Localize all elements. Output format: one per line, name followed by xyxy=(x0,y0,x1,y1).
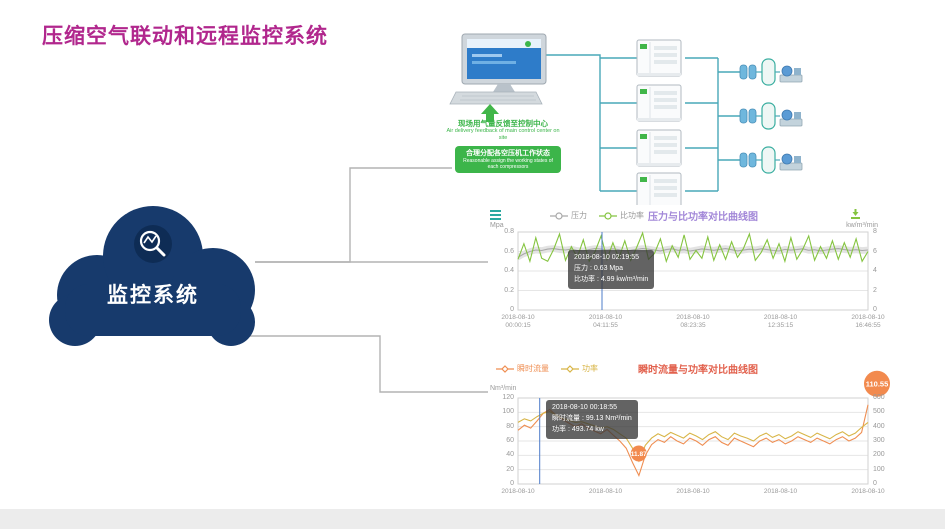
assign-note-en: Reasonable assign the working states of … xyxy=(463,158,553,171)
y-axis-label: 100 xyxy=(873,465,885,473)
value-badge-label: 110.55 xyxy=(866,379,889,388)
y-axis-label: 400 xyxy=(873,422,885,430)
legend-item-瞬时流量[interactable]: 瞬时流量 xyxy=(496,363,549,374)
y-axis-label: 0.6 xyxy=(504,247,514,255)
chart-legend: 瞬时流量 功率 xyxy=(496,363,598,374)
legend-marker-icon xyxy=(599,211,617,220)
legend-label: 瞬时流量 xyxy=(517,364,549,373)
compressor-unit xyxy=(636,39,682,77)
pressure-power-chart: 压力 比功率 压力与比功率对比曲线图 Mpa kw/m³/min 2018-08-… xyxy=(488,205,885,335)
system-diagram xyxy=(449,33,803,210)
y-axis-label: 8 xyxy=(873,228,877,235)
footer-strip xyxy=(0,509,945,529)
value-badge xyxy=(864,370,890,397)
y-axis-label: 200 xyxy=(873,451,885,459)
y-axis-label: 300 xyxy=(873,437,885,444)
y-axis-label: 2 xyxy=(873,286,877,294)
y-axis-label: 4 xyxy=(873,267,877,274)
feedback-note: 现场用气量反馈至控制中心 Air delivery feedback of ma… xyxy=(444,119,562,141)
y-axis-label: 500 xyxy=(873,408,885,416)
air-treatment-equipment xyxy=(739,102,803,130)
chart-title: 瞬时流量与功率对比曲线图 xyxy=(638,365,758,376)
feedback-note-en: Air delivery feedback of main control ce… xyxy=(446,128,560,141)
y-axis-unit-left: Nm³/min xyxy=(490,385,517,392)
legend-label: 功率 xyxy=(582,364,598,373)
legend-item-功率[interactable]: 功率 xyxy=(561,363,598,374)
y-axis-label: 0 xyxy=(510,480,514,487)
x-axis-label: 2018-08-10 xyxy=(501,488,535,495)
legend-item-压力[interactable]: 压力 xyxy=(550,210,587,221)
monitoring-cloud: 监控系统 xyxy=(49,206,255,346)
chart-title: 压力与比功率对比曲线图 xyxy=(648,212,758,223)
y-axis-unit-right: kw/m³/min xyxy=(846,222,878,229)
legend-marker-icon xyxy=(496,364,514,373)
y-axis-label: 6 xyxy=(873,247,877,255)
y-axis-label: 0.4 xyxy=(504,267,514,274)
plot-frame xyxy=(517,231,869,311)
chart-legend: 压力 比功率 xyxy=(550,210,644,221)
y-axis-label: 0 xyxy=(873,480,877,487)
y-axis-label: 100 xyxy=(502,408,514,416)
tooltip-line: 功率 : 493.74 kw xyxy=(552,425,604,433)
magnifier-trend-icon xyxy=(134,225,172,263)
y-axis-label: 0 xyxy=(873,306,877,313)
legend-marker-icon xyxy=(550,211,568,220)
compressor-unit xyxy=(636,84,682,122)
page-title: 压缩空气联动和远程监控系统 xyxy=(42,25,328,48)
legend-label: 比功率 xyxy=(620,211,644,220)
x-axis-label: 2018-08-10 xyxy=(588,488,623,495)
tooltip-line: 瞬时流量 : 99.13 Nm³/min xyxy=(552,414,632,422)
y-axis-label: 80 xyxy=(506,422,514,430)
chart-tooltip: 2018-08-10 02:19:55 压力 : 0.63 Mpa 比功率 : … xyxy=(568,250,655,289)
value-badge xyxy=(630,445,647,462)
plot-area[interactable]: 11.87 110.55 xyxy=(488,358,896,508)
plot-frame xyxy=(517,397,869,485)
y-axis-label: 120 xyxy=(502,394,514,401)
y-axis-label: 0.2 xyxy=(504,286,514,294)
assign-note-cn: 合理分配各空压机工作状态 xyxy=(466,150,550,157)
air-treatment-equipment xyxy=(739,58,803,86)
y-axis-label: 60 xyxy=(506,437,514,444)
tooltip-time: 2018-08-10 02:19:55 xyxy=(574,254,639,261)
y-axis-label: 40 xyxy=(506,451,514,459)
compressor-unit xyxy=(636,129,682,167)
tooltip-line: 压力 : 0.63 Mpa xyxy=(574,264,624,272)
y-axis-unit-left: Mpa xyxy=(490,222,504,229)
tooltip-line: 比功率 : 4.99 kw/m³/min xyxy=(574,275,649,283)
x-axis-label: 2018-08-10 xyxy=(763,488,798,495)
feedback-note-cn: 现场用气量反馈至控制中心 xyxy=(458,119,548,128)
air-treatment-equipment xyxy=(739,146,803,174)
y-axis-label: 0 xyxy=(510,306,514,313)
value-badge-label: 11.87 xyxy=(631,451,647,458)
tooltip-time: 2018-08-10 00:18:55 xyxy=(552,404,617,411)
legend-marker-icon xyxy=(561,364,579,373)
y-axis-label: 0.8 xyxy=(504,228,514,235)
pipe-lines xyxy=(546,54,740,192)
legend-item-比功率[interactable]: 比功率 xyxy=(599,210,644,221)
assign-note: 合理分配各空压机工作状态 Reasonable assign the worki… xyxy=(455,146,561,174)
y-axis-label: 20 xyxy=(506,465,514,473)
up-arrow-icon xyxy=(481,104,499,122)
chart-save-icon[interactable] xyxy=(850,209,861,220)
x-axis-label: 2018-08-10 xyxy=(851,488,885,495)
chart-tooltip: 2018-08-10 00:18:55 瞬时流量 : 99.13 Nm³/min… xyxy=(546,400,638,439)
cloud-label: 监控系统 xyxy=(107,283,199,307)
x-axis-label: 2018-08-10 xyxy=(676,488,710,495)
compressor-unit xyxy=(636,172,682,210)
chart-list-icon[interactable] xyxy=(490,209,501,220)
y-axis-label: 600 xyxy=(873,394,885,401)
legend-label: 压力 xyxy=(571,211,587,220)
control-computer xyxy=(449,33,547,105)
